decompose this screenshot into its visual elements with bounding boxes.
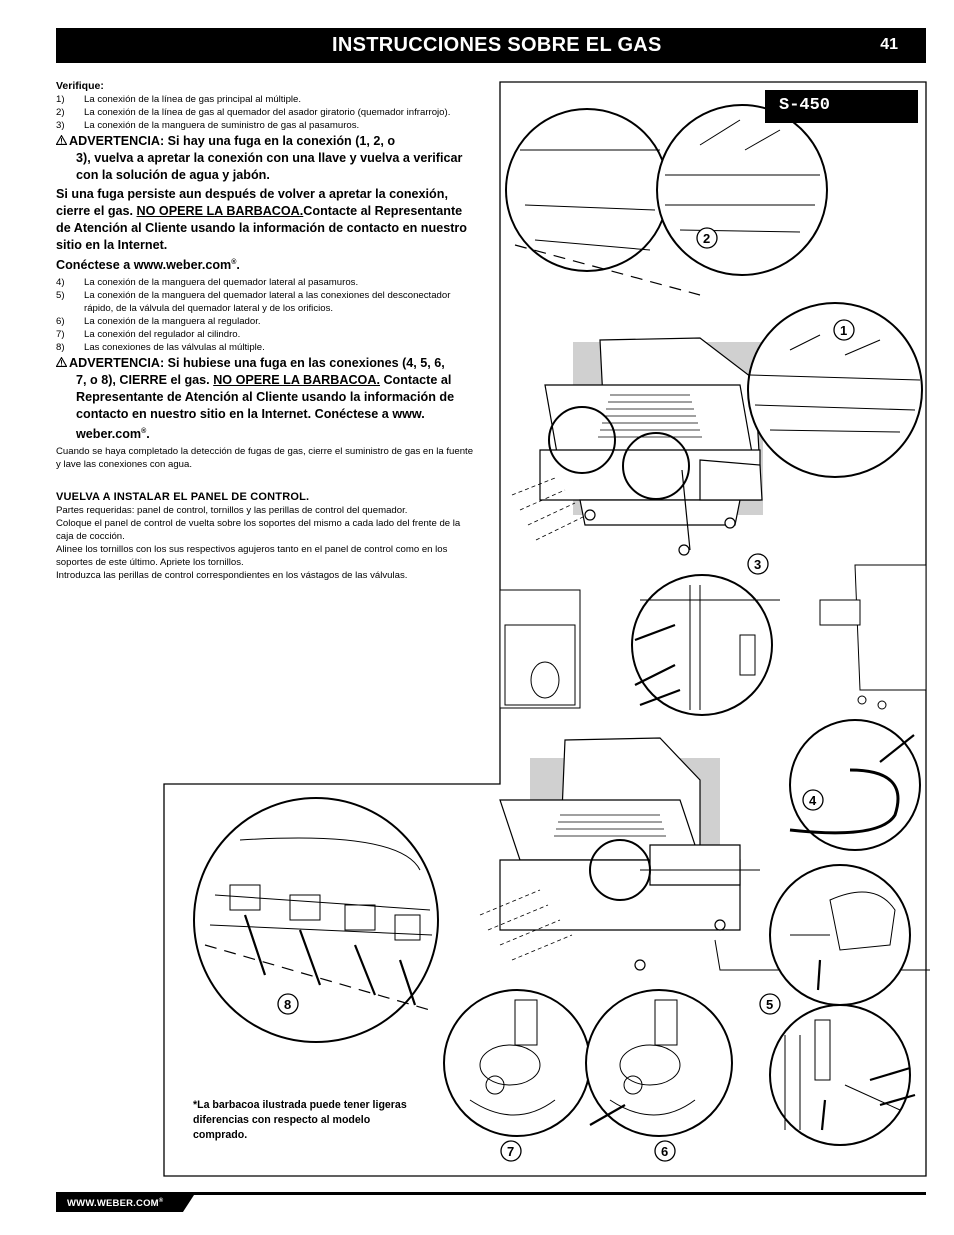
cabinet-left xyxy=(499,589,581,709)
footer-tab xyxy=(56,1195,194,1212)
regulator-6-linework xyxy=(609,999,696,1116)
reinstall-p4: Introduzca las perillas de control corre… xyxy=(56,570,408,582)
grill-side-right xyxy=(819,564,927,710)
warning-2: ADVERTENCIA: Si hubiese una fuga en las … xyxy=(55,355,476,443)
callout-3: 3 xyxy=(754,557,761,572)
list-item: 1)La conexión de la línea de gas princip… xyxy=(56,94,302,105)
knob-dashes-top xyxy=(511,477,586,541)
detail-1-linework xyxy=(749,334,921,433)
knob-dashes-bottom xyxy=(479,889,573,961)
detail-4-hose xyxy=(789,768,900,835)
callout-8: 8 xyxy=(284,997,291,1012)
list-item: 7)La conexión del regulador al cilindro. xyxy=(56,329,241,341)
reinstall-p1: Partes requeridas: panel de control, tor… xyxy=(56,505,408,517)
page-title: INSTRUCCIONES SOBRE EL GAS xyxy=(332,34,662,56)
verify-heading: Verifique: xyxy=(56,80,104,92)
detail-5b-linework xyxy=(784,1019,901,1130)
callout-6: 6 xyxy=(661,1144,668,1159)
grill-top-grate xyxy=(598,394,702,438)
callout-7: 7 xyxy=(507,1144,514,1159)
verify-list-b: 4)La conexión de la manguera del quemado… xyxy=(56,276,476,354)
warning-1: ADVERTENCIA: Si hay una fuga en la conex… xyxy=(55,133,476,184)
warning-triangle-icon xyxy=(55,133,69,150)
list-item: 3)La conexión de la manguera de suminist… xyxy=(56,120,360,131)
reinstall-p3: Alinee los tornillos con los sus respect… xyxy=(56,544,448,569)
illustration-note: *La barbacoa ilustrada puede tener liger… xyxy=(193,1099,407,1141)
detail-3-linework xyxy=(640,585,780,710)
callout-5: 5 xyxy=(766,997,773,1012)
grill-bottom-grate xyxy=(554,814,666,837)
detail-5-arrows xyxy=(820,1066,916,1131)
list-item: 2)La conexión de la línea de gas al quem… xyxy=(56,107,451,118)
footer-rule xyxy=(56,1192,926,1195)
page-header-bar: INSTRUCCIONES SOBRE EL GAS 41 xyxy=(56,28,926,63)
detail-3-arrows xyxy=(634,623,681,707)
leak-persist-paragraph: Si una fuga persiste aun después de volv… xyxy=(56,187,467,273)
verify-list-a: 1)La conexión de la línea de gas princip… xyxy=(56,93,476,132)
list-item: 5)La conexión de la manguera del quemado… xyxy=(56,290,451,315)
footer-url[interactable]: WWW.WEBER.COM® xyxy=(67,1198,164,1210)
after-check-paragraph: Cuando se haya completado la detección d… xyxy=(56,446,474,471)
grill-bottom xyxy=(499,737,741,971)
detail-8-linework xyxy=(209,837,433,941)
figure-frame xyxy=(163,81,927,1177)
page-number: 41 xyxy=(880,36,898,53)
instructions-column: Verifique: 1)La conexión de la línea de … xyxy=(55,80,476,582)
model-label: S-450 xyxy=(765,90,918,123)
callout-2: 2 xyxy=(703,231,710,246)
reinstall-heading: VUELVA A INSTALAR EL PANEL DE CONTROL. xyxy=(56,491,310,504)
detail-5a-linework xyxy=(790,891,896,951)
reinstall-p2: Coloque el panel de control de vuelta so… xyxy=(56,518,461,543)
list-item: 4)La conexión de la manguera del quemado… xyxy=(56,277,359,289)
callout-1: 1 xyxy=(840,323,847,338)
grill-top xyxy=(539,337,763,556)
list-item: 6)La conexión de la manguera al regulado… xyxy=(56,316,261,328)
regulator-7-linework xyxy=(469,999,556,1116)
callout-4: 4 xyxy=(809,793,817,808)
list-item: 8)Las conexiones de las válvulas al múlt… xyxy=(56,342,265,354)
page-footer: WWW.WEBER.COM® xyxy=(56,1192,926,1212)
detail-8-arrows xyxy=(243,914,417,1006)
detail-2-dashes xyxy=(514,244,701,296)
warning-triangle-icon xyxy=(55,355,69,372)
